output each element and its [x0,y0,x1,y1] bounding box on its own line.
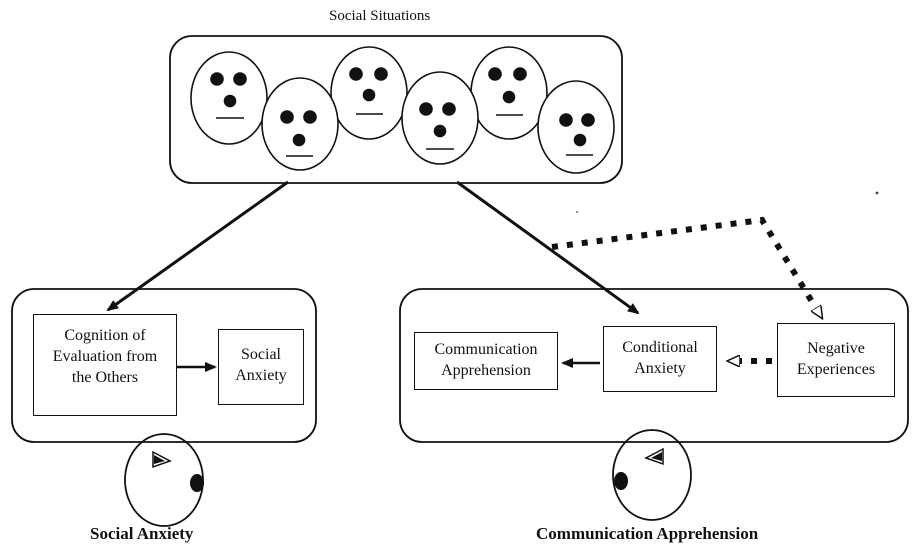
face-icon [330,46,408,140]
face-icon [537,80,615,174]
communication-apprehension-frame [399,288,909,443]
social-anxiety-ear-icon [124,433,204,527]
face-icon [470,46,548,140]
negative-experiences-box: Negative Experiences [777,323,895,397]
cognition-line-1: Cognition of [64,327,146,344]
arrow-to-conditional-anxiety [456,180,640,315]
communication-apprehension-caption: Communication Apprehension [536,524,759,543]
communication-apprehension-ear-icon [612,429,692,521]
conditional-anxiety-box: Conditional Anxiety [603,326,717,392]
face-icon [401,71,479,165]
arrow-to-cognition [106,180,289,312]
communication-apprehension-box: Communication Apprehension [414,332,558,390]
apprehension-line-2: Apprehension [441,362,531,379]
cognition-of-evaluation-box: Cognition of Evaluation from the Others [33,314,177,416]
negative-line-2: Experiences [796,361,876,378]
speck-mark [875,191,879,195]
speck-mark [576,211,578,213]
social-anxiety-line-2: Anxiety [235,367,287,384]
face-icon [261,77,339,171]
conditional-line-2: Anxiety [634,360,686,377]
social-anxiety-line-1: Social [241,346,281,363]
social-anxiety-box: Social Anxiety [218,329,304,405]
negative-line-1: Negative [807,340,865,357]
face-icon [190,51,268,145]
apprehension-line-1: Communication [434,341,538,358]
social-situations-frame [169,35,623,184]
conditional-line-1: Conditional [622,339,698,356]
cognition-line-2: Evaluation from [52,348,158,365]
cognition-line-3: the Others [71,369,139,386]
social-situations-title: Social Situations [329,8,431,24]
social-anxiety-caption: Social Anxiety [90,524,194,543]
social-anxiety-frame [11,288,317,443]
faces-group [190,46,615,174]
dotted-arrow-to-negative-experiences [551,216,825,318]
